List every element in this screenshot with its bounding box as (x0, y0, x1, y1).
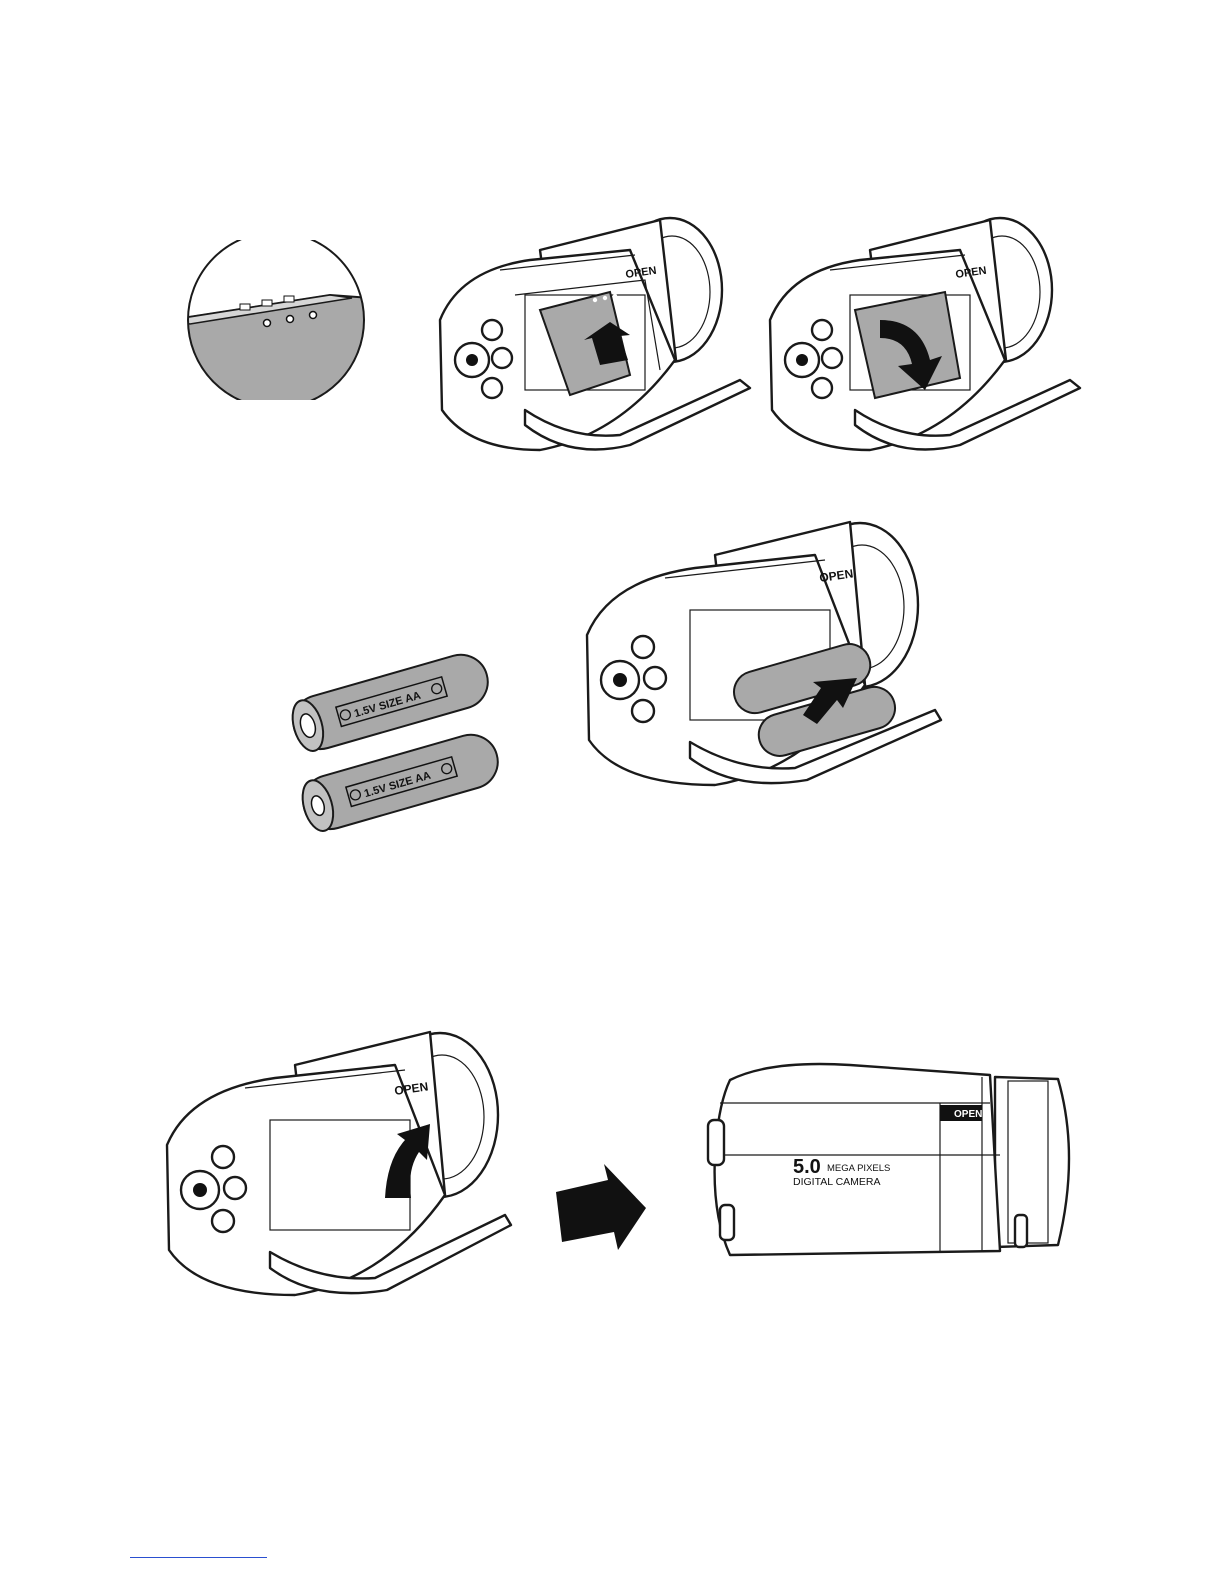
camera-close-door: OPEN (155, 1020, 525, 1310)
model-line-2: DIGITAL CAMERA (793, 1176, 881, 1188)
open-label: OPEN (954, 1109, 982, 1120)
model-line-1: MEGA PIXELS (827, 1163, 890, 1174)
next-step-arrow-icon (548, 1160, 653, 1255)
aa-batteries: 1.5V SIZE AA 1.5V SIZE AA (270, 630, 510, 840)
footer-link-underline (130, 1557, 267, 1558)
camera-insert-aa-batteries: OPEN (575, 510, 945, 800)
camera-insert-battery: OPEN (420, 210, 760, 460)
battery-contact-closeup (180, 240, 380, 400)
camera-side-view: OPEN 5.0 MEGA PIXELS DIGITAL CAMERA (690, 1055, 1090, 1270)
model-number: 5.0 (793, 1156, 821, 1178)
camera-seat-battery: OPEN (750, 210, 1090, 460)
